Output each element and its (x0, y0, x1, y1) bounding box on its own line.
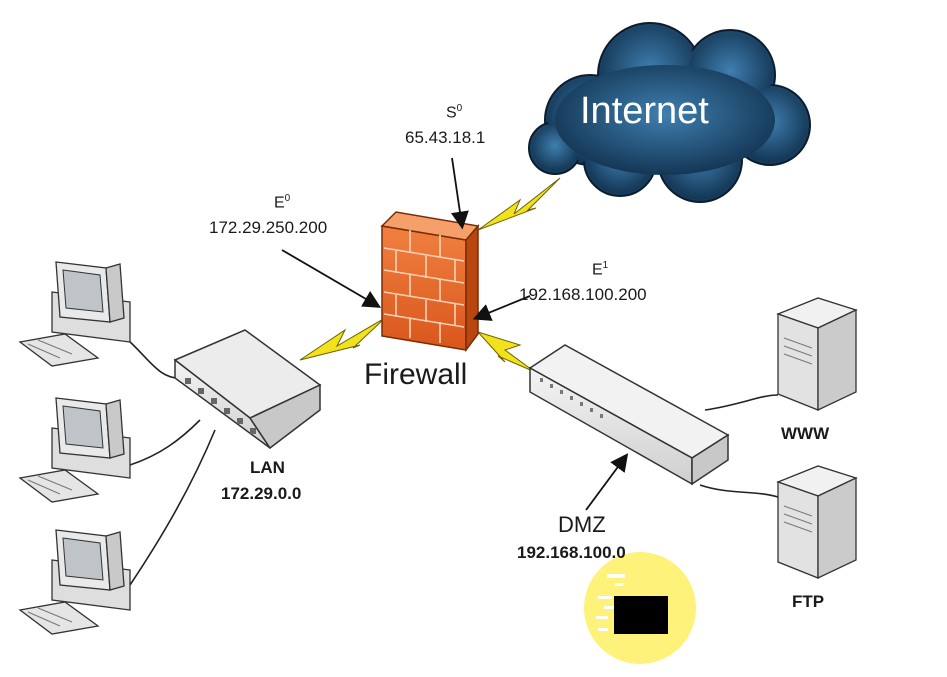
pixel-noise (596, 574, 625, 631)
e0-ip-label: 172.29.250.200 (209, 218, 328, 237)
s0-ip-label: 65.43.18.1 (405, 128, 486, 147)
lightning-lan-link (299, 317, 386, 361)
e1-interface-label: E1 (592, 260, 609, 279)
lightning-dmz-link (476, 330, 536, 373)
s0-arrow (451, 157, 469, 230)
dmz-switch-icon (528, 344, 730, 486)
dmz-ip-label: 192.168.100.0 (517, 543, 626, 562)
lan-ip-label: 172.29.0.0 (221, 484, 302, 503)
ftp-server-label: FTP (792, 592, 825, 611)
redaction-block (614, 596, 668, 634)
e1-arrow (472, 295, 531, 321)
e1-ip-label: 192.168.100.200 (519, 285, 647, 304)
lan-pc-3-icon (18, 529, 131, 635)
e0-interface-label: E0 (274, 193, 291, 212)
dmz-arrow (585, 453, 629, 511)
ftp-server-icon (776, 465, 858, 580)
firewall-icon (380, 211, 480, 353)
lan-pc-1-icon (18, 261, 131, 367)
lightning-internet-link (477, 177, 561, 231)
e0-arrow (281, 249, 382, 308)
internet-cloud-icon (528, 22, 811, 203)
s0-interface-label: S0 (446, 103, 463, 122)
dmz-label: DMZ (558, 512, 606, 537)
firewall-label: Firewall (364, 358, 468, 391)
lan-pc-2-icon (18, 397, 131, 503)
dmz-cables (699, 394, 779, 498)
annotation-arrows (281, 157, 629, 511)
lan-label: LAN (250, 458, 285, 477)
internet-label: Internet (580, 90, 709, 132)
www-server-icon (776, 297, 858, 412)
lan-switch-icon (173, 329, 322, 450)
www-server-label: WWW (781, 424, 830, 443)
